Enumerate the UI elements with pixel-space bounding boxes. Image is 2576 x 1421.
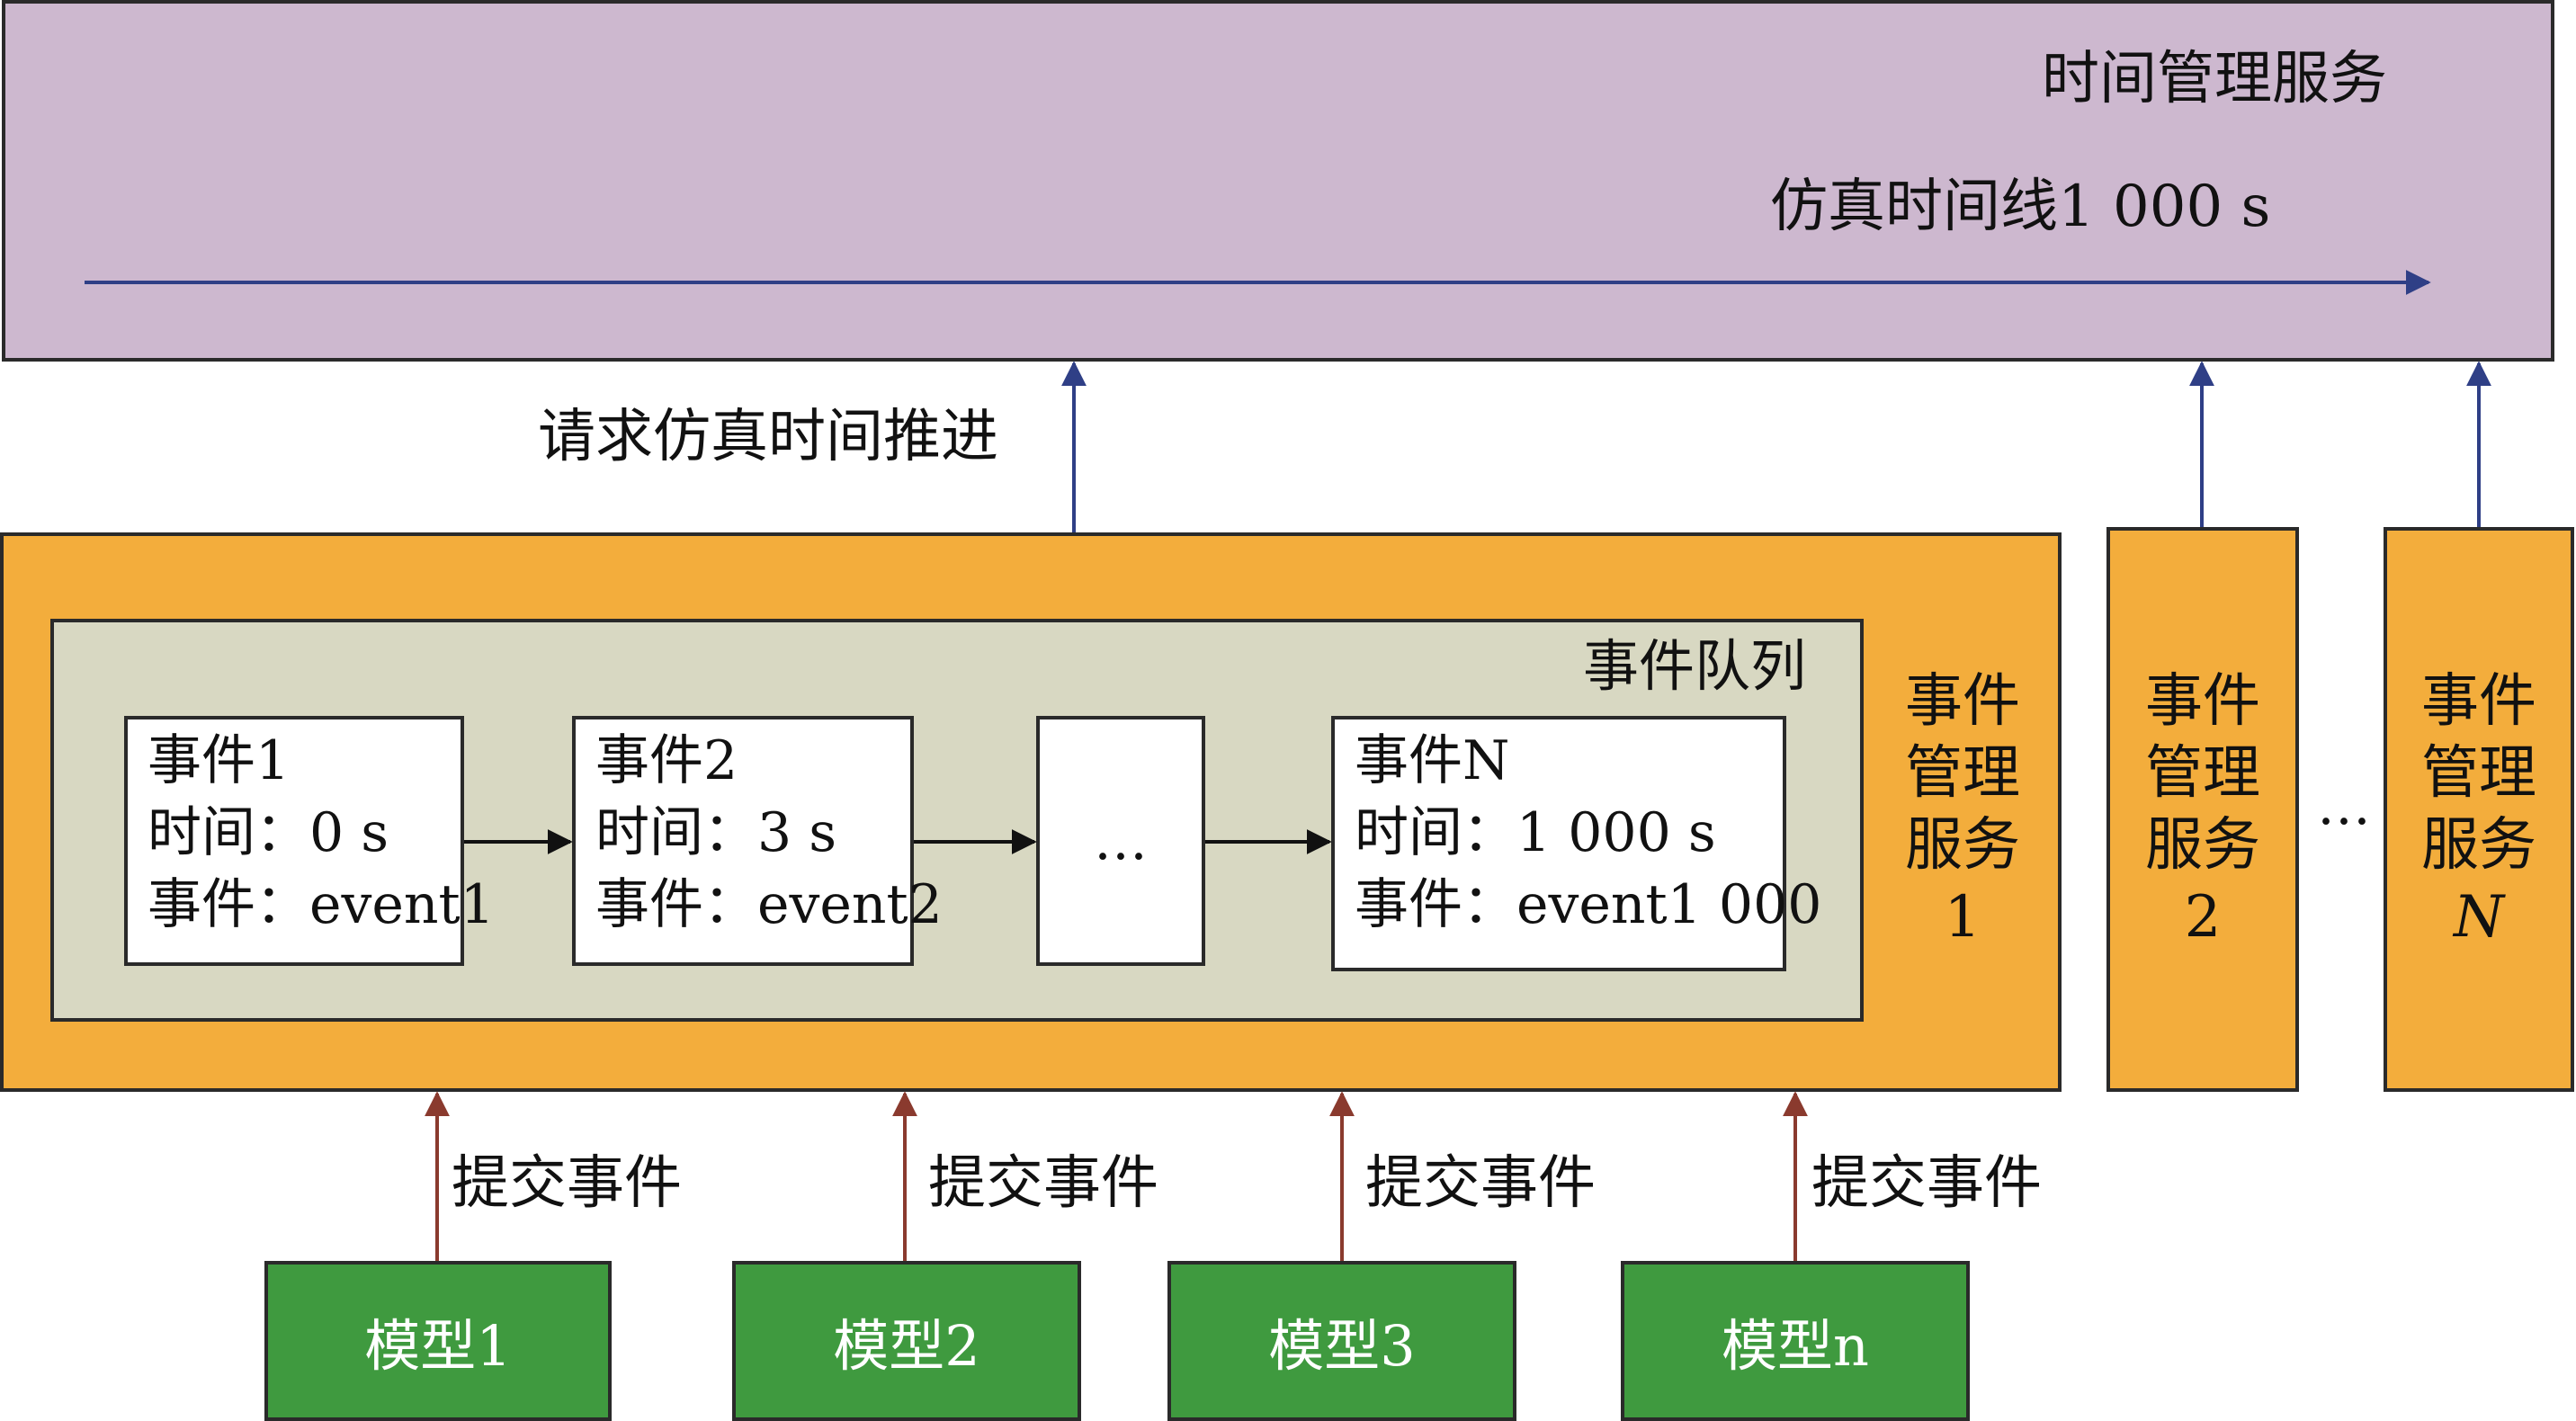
- event-box-n: 事件N 时间：1 000 s 事件：event1 000: [1331, 716, 1822, 971]
- ellipsis-text: …: [1094, 809, 1148, 872]
- event-id: 事件：event2: [595, 873, 943, 936]
- time-management-service-title: 时间管理服务: [2042, 46, 2387, 112]
- event-box-1: 事件1 时间：0 s 事件：event1: [124, 716, 495, 966]
- event-name: 事件N: [1355, 729, 1510, 792]
- event-time: 时间：3 s: [595, 801, 837, 864]
- event-time: 时间：1 000 s: [1355, 801, 1716, 864]
- event-management-service-n-label: 事件 管理 服务 N: [2421, 668, 2536, 951]
- event-box-2: 事件2 时间：3 s 事件：event2: [572, 716, 943, 966]
- model-3: 模型3: [1167, 1261, 1516, 1421]
- event-management-service-2: [2106, 527, 2299, 1092]
- event-management-service-n: [2384, 527, 2574, 1092]
- model-1: 模型1: [264, 1261, 612, 1421]
- model-n: 模型n: [1621, 1261, 1970, 1421]
- event-box-ellipsis: …: [1036, 716, 1205, 966]
- model-2: 模型2: [732, 1261, 1081, 1421]
- submit-event-label-1: 提交事件: [452, 1150, 682, 1217]
- submit-event-label-4: 提交事件: [1811, 1150, 2042, 1217]
- event-id: 事件：event1: [148, 873, 495, 936]
- event-time: 时间：0 s: [148, 801, 389, 864]
- event-name: 事件2: [595, 729, 738, 792]
- event-queue-title: 事件队列: [1583, 633, 1807, 699]
- submit-event-label-2: 提交事件: [928, 1150, 1158, 1217]
- event-name: 事件1: [148, 729, 291, 792]
- submit-event-label-3: 提交事件: [1365, 1150, 1596, 1217]
- event-management-service-2-label: 事件 管理 服务 2: [2145, 668, 2260, 951]
- event-management-service-1-label: 事件 管理 服务 1: [1905, 668, 2020, 951]
- simulation-timeline-label: 仿真时间线1 000 s: [1770, 174, 2271, 240]
- services-ellipsis: …: [2317, 774, 2371, 837]
- event-id: 事件：event1 000: [1355, 873, 1822, 936]
- request-advance-label: 请求仿真时间推进: [538, 404, 998, 470]
- time-management-service: [2, 0, 2554, 362]
